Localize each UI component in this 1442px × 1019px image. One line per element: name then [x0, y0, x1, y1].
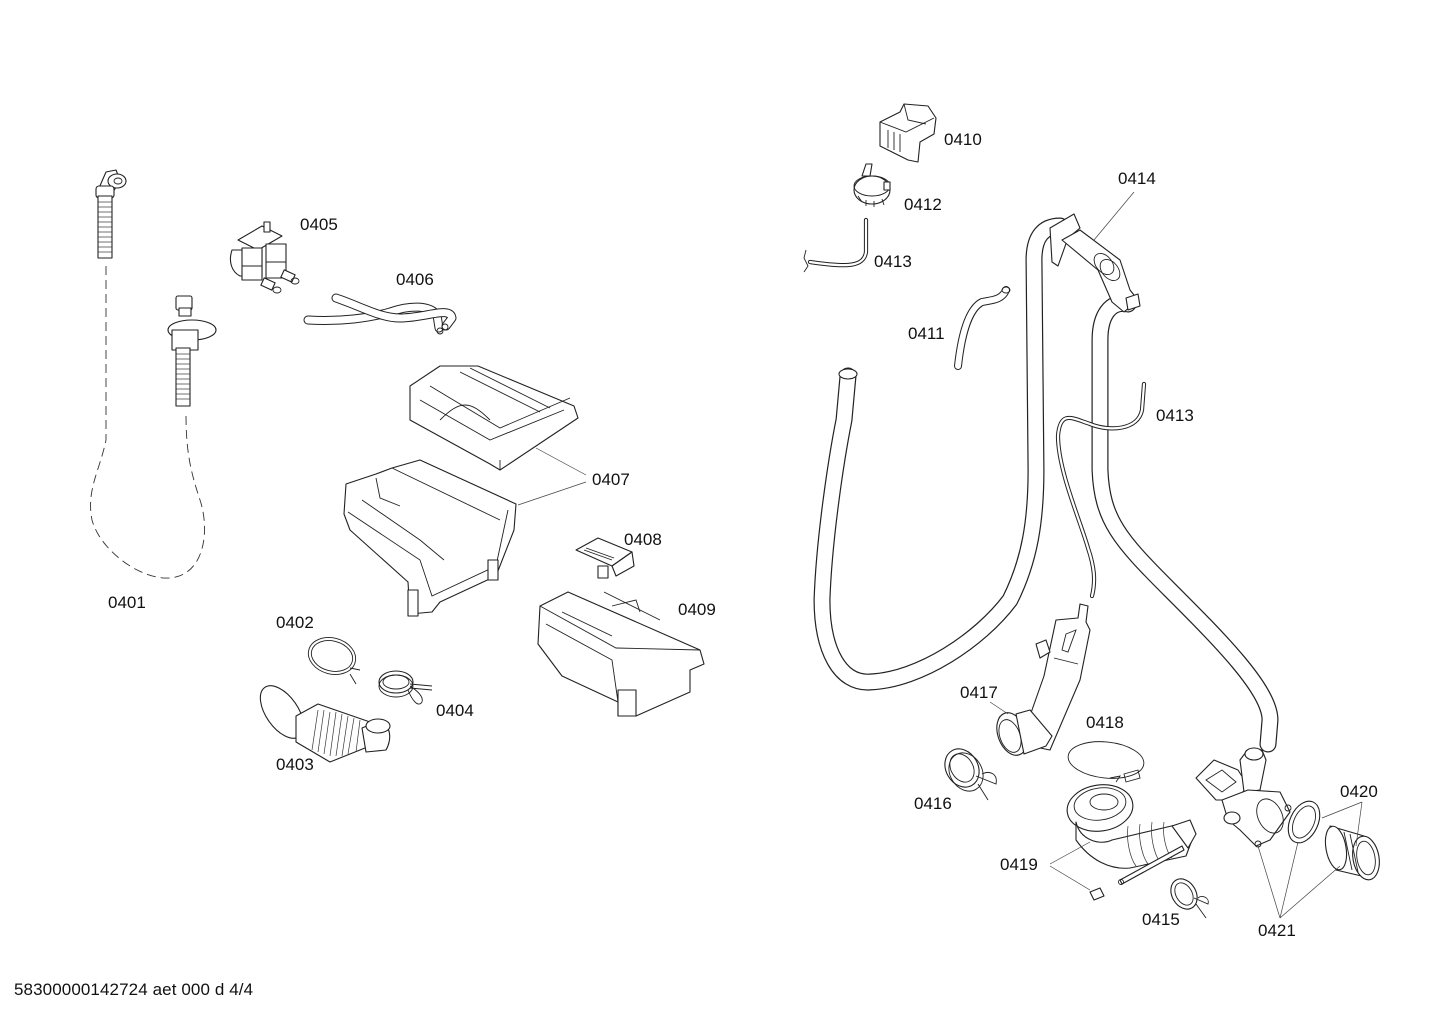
part-0418-hose-clamp[interactable]: 0418 [1066, 713, 1145, 783]
label-0418: 0418 [1086, 713, 1124, 732]
part-0406-inlet-hoses[interactable]: 0406 [303, 270, 457, 335]
drain-hose-left-loop [813, 217, 1069, 691]
label-0416: 0416 [914, 794, 952, 813]
label-0410: 0410 [944, 130, 982, 149]
label-0401: 0401 [108, 593, 146, 612]
label-0405: 0405 [300, 215, 338, 234]
label-0409: 0409 [678, 600, 716, 619]
label-0421: 0421 [1258, 921, 1296, 940]
document-id-footer: 58300000142724 aet 000 d 4/4 [14, 980, 254, 999]
part-0405-inlet-valve[interactable]: 0405 [229, 215, 338, 294]
part-0409-detergent-drawer[interactable]: 0409 [537, 591, 716, 717]
label-0413-mid: 0413 [1156, 406, 1194, 425]
part-0413-pressure-hose-top[interactable]: 0413 [803, 217, 912, 273]
part-0416-spring-clamp[interactable]: 0416 [914, 743, 997, 813]
elbow-connector [95, 169, 127, 259]
part-0420-filter[interactable] [1322, 825, 1382, 882]
part-0401-inlet-hose[interactable]: 0401 [90, 169, 217, 612]
part-0419-sump-hose[interactable]: 0419 [1000, 781, 1197, 901]
label-0417: 0417 [960, 683, 998, 702]
part-0420-seal[interactable] [1282, 796, 1326, 848]
label-0407: 0407 [592, 470, 630, 489]
label-0403: 0403 [276, 755, 314, 774]
label-0412: 0412 [904, 195, 942, 214]
label-0408: 0408 [624, 530, 662, 549]
label-0404: 0404 [436, 701, 474, 720]
part-0402-hose-clamp[interactable]: 0402 [276, 613, 361, 685]
part-0413-pressure-hose-mid[interactable]: 0413 [1055, 381, 1194, 599]
part-0421-drain-pump[interactable] [1195, 747, 1292, 848]
part-0414-drain-hose[interactable]: 0414 [1049, 169, 1279, 753]
label-0411: 0411 [908, 324, 945, 343]
leader-lines-0420-0421 [1257, 801, 1363, 919]
label-0406: 0406 [396, 270, 434, 289]
label-0413-top: 0413 [874, 252, 912, 271]
part-0408-siphon-cap[interactable]: 0408 [575, 530, 662, 579]
part-0412-pressure-switch[interactable]: 0412 [853, 163, 942, 214]
label-0414: 0414 [1118, 169, 1156, 188]
label-0415: 0415 [1142, 910, 1180, 929]
part-0417-air-trap[interactable]: 0417 [960, 603, 1091, 759]
label-0402: 0402 [276, 613, 314, 632]
label-0419: 0419 [1000, 855, 1038, 874]
label-0420: 0420 [1340, 782, 1378, 801]
part-0404-spring-clamp[interactable]: 0404 [378, 670, 474, 720]
part-0415-spring-clamp[interactable]: 0415 [1142, 874, 1209, 929]
straight-connector [167, 295, 217, 407]
part-0411-short-hose[interactable]: 0411 [908, 286, 1011, 370]
part-0403-bellows-hose[interactable]: 0403 [252, 678, 391, 774]
part-0410-bracket[interactable]: 0410 [879, 103, 982, 163]
part-0407-dispenser-housing[interactable]: 0407 [343, 365, 630, 617]
